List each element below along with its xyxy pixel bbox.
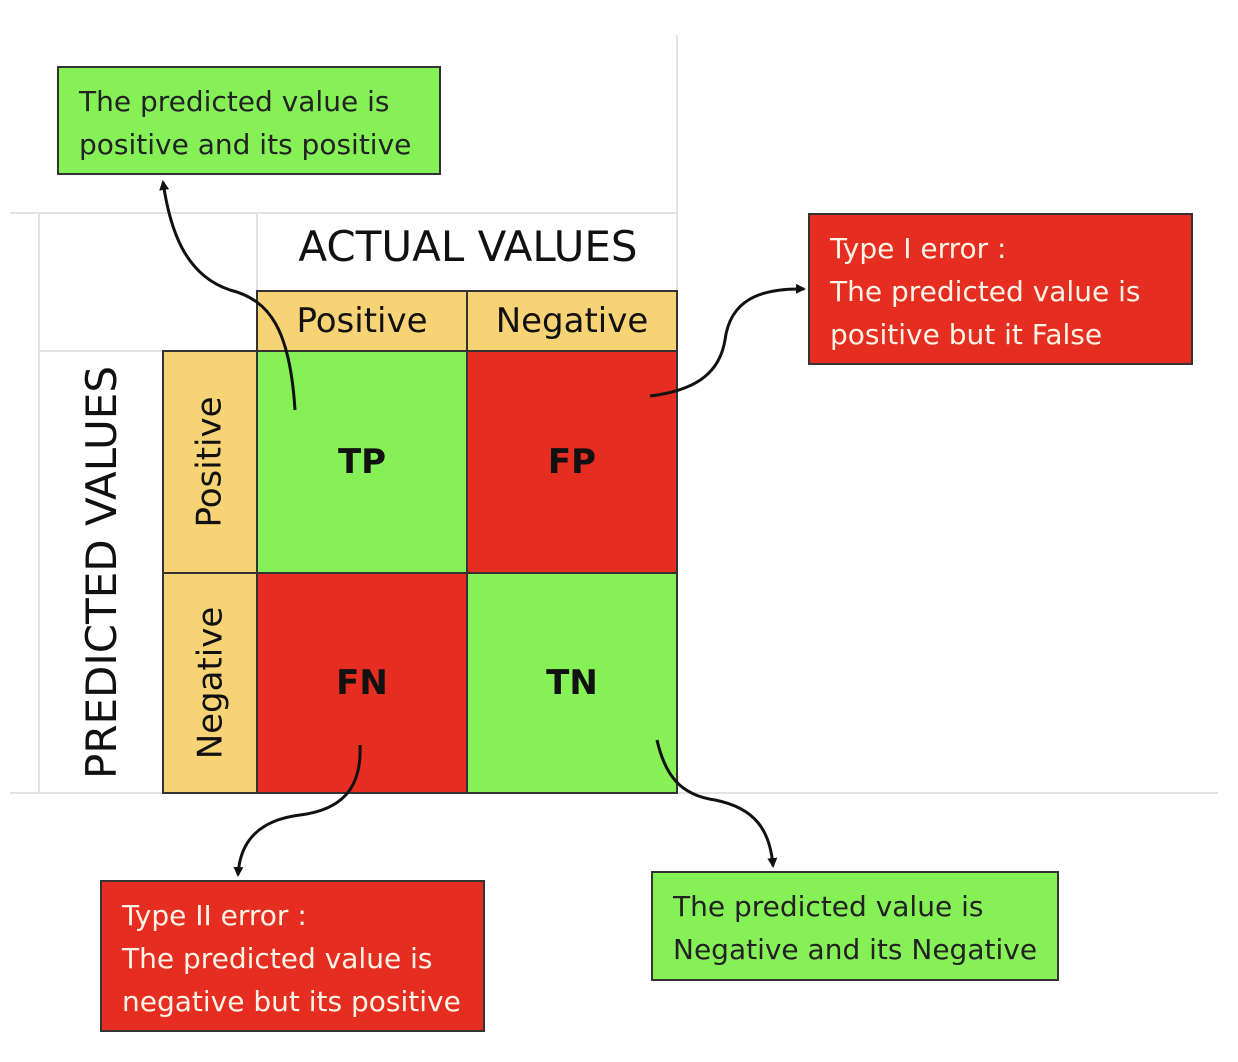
fp-note-line: The predicted value is (830, 275, 1141, 308)
actual-negative-label: Negative (495, 301, 649, 341)
fp-arrow (649, 283, 806, 398)
cell-tp-label: TP (337, 442, 387, 482)
fn-arrow (233, 744, 362, 877)
cell-fn-label: FN (336, 663, 388, 703)
cell-true-negative: TN (466, 572, 678, 794)
fn-note-line: negative but its positive (122, 985, 461, 1018)
fp-note-line: positive but it False (830, 318, 1103, 351)
cell-fp-label: FP (547, 442, 597, 482)
fn-note-line: The predicted value is (122, 942, 433, 975)
fp-note: Type I error : The predicted value is po… (808, 213, 1193, 365)
tp-note-line: The predicted value is (79, 85, 390, 118)
tn-note: The predicted value is Negative and its … (651, 871, 1059, 981)
actual-positive-label: Positive (296, 301, 428, 341)
cell-false-positive: FP (466, 350, 678, 574)
cell-false-negative: FN (256, 572, 468, 794)
fp-note-line: Type I error : (830, 232, 1007, 265)
tn-arrow (655, 739, 778, 868)
actual-negative-header: Negative (466, 290, 678, 352)
gridline (10, 212, 678, 214)
fn-note: Type II error : The predicted value is n… (100, 880, 485, 1032)
tp-note-line: positive and its positive (79, 128, 412, 161)
tp-note: The predicted value is positive and its … (57, 66, 441, 175)
cell-tn-label: TN (546, 663, 598, 703)
actual-values-title: ACTUAL VALUES (298, 222, 638, 271)
tp-arrow (159, 180, 297, 411)
gridline (38, 212, 40, 794)
actual-positive-header: Positive (256, 290, 468, 352)
gridline (40, 350, 164, 352)
tn-note-line: Negative and its Negative (673, 933, 1038, 966)
gridline (676, 35, 678, 290)
tn-note-line: The predicted value is (673, 890, 984, 923)
predicted-negative-header: Negative (162, 572, 258, 794)
gridline (256, 212, 258, 292)
cell-true-positive: TP (256, 350, 468, 574)
fn-note-line: Type II error : (122, 899, 307, 932)
